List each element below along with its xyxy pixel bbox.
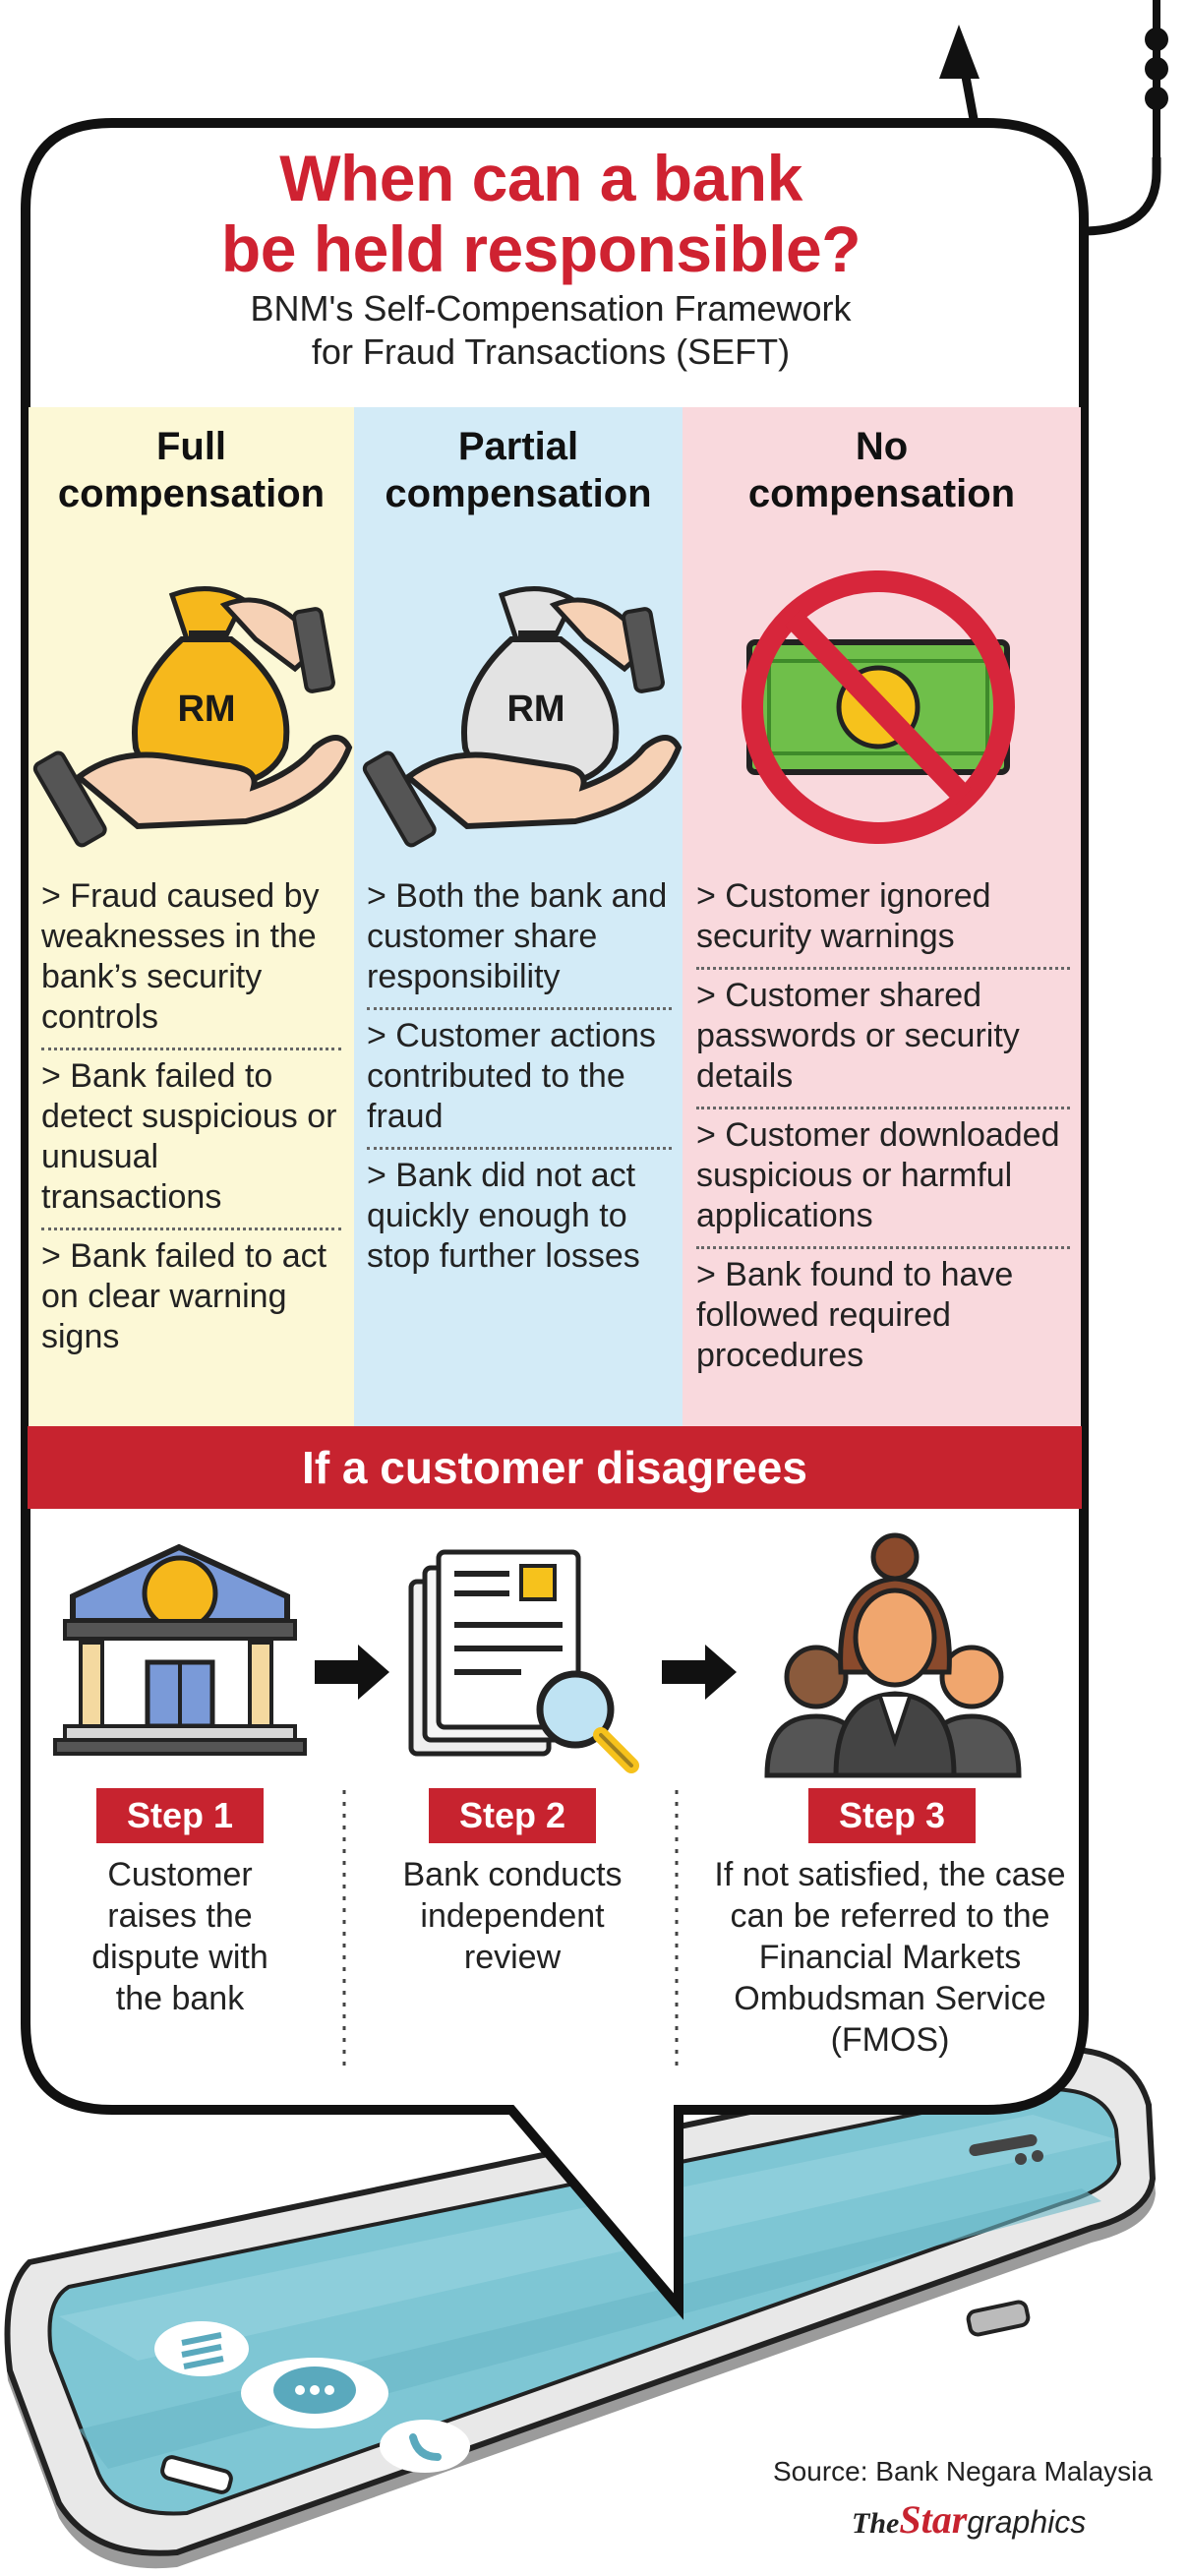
partial-compensation-list: > Both the bank and customer share respo… bbox=[367, 870, 672, 1287]
partial-compensation-bg bbox=[354, 407, 683, 1426]
ombudsman-people-icon bbox=[764, 1532, 1022, 1778]
arrow-right-icon bbox=[662, 1645, 737, 1700]
thestar-graphics-logo: TheStargraphics bbox=[852, 2496, 1086, 2543]
step-2-badge: Step 2 bbox=[429, 1788, 596, 1843]
step-3-description: If not satisfied, the case can be referr… bbox=[714, 1856, 1066, 2059]
arrow-right-icon bbox=[315, 1645, 389, 1700]
bank-icon bbox=[53, 1543, 307, 1756]
title-line-2: be held responsible? bbox=[220, 212, 861, 285]
no-compensation-heading: No compensation bbox=[683, 423, 1081, 517]
full-compensation-bg bbox=[29, 407, 354, 1426]
step-2-description: Bank conducts independent review bbox=[402, 1856, 623, 1976]
heading-line: No bbox=[855, 425, 909, 468]
subtitle-line-1: BNM's Self-Compensation Framework bbox=[250, 288, 852, 329]
list-item: > Customer actions contributed to the fr… bbox=[367, 1010, 672, 1150]
no-compensation-list: > Customer ignored security warnings > C… bbox=[696, 870, 1070, 1386]
currency-label: RM bbox=[177, 689, 236, 730]
list-item: > Bank did not act quickly enough to sto… bbox=[367, 1157, 640, 1275]
logo-graphics: graphics bbox=[967, 2504, 1087, 2540]
source-credit: Source: Bank Negara Malaysia bbox=[773, 2456, 1153, 2486]
list-item: > Customer ignored security warnings bbox=[696, 870, 1070, 970]
list-item: > Customer shared passwords or security … bbox=[696, 970, 1070, 1109]
money-bag-hand-icon bbox=[32, 586, 353, 848]
full-compensation-list: > Fraud caused by weaknesses in the bank… bbox=[41, 870, 341, 1367]
disagree-banner: If a customer disagrees bbox=[28, 1426, 1082, 1509]
logo-the: The bbox=[852, 2507, 900, 2540]
step-1-description: Customer raises the dispute with the ban… bbox=[91, 1856, 268, 2017]
currency-label: RM bbox=[506, 689, 565, 730]
list-item: > Both the bank and customer share respo… bbox=[367, 870, 672, 1010]
heading-line: Full bbox=[155, 425, 227, 468]
list-item: > Customer downloaded suspicious or harm… bbox=[696, 1109, 1070, 1249]
heading-line: compensation bbox=[57, 472, 326, 515]
smartphone-illustration bbox=[4, 2046, 1157, 2569]
page-title: When can a bank be held responsible? bbox=[0, 143, 1082, 284]
list-item: > Bank failed to detect suspicious or un… bbox=[41, 1050, 341, 1230]
document-review-icon bbox=[408, 1549, 639, 1773]
page-subtitle: BNM's Self-Compensation Framework for Fr… bbox=[0, 287, 1101, 374]
step-3-badge: Step 3 bbox=[808, 1788, 976, 1843]
list-item: > Fraud caused by weaknesses in the bank… bbox=[41, 870, 341, 1050]
step-1-badge: Step 1 bbox=[96, 1788, 264, 1843]
logo-star: Star bbox=[899, 2497, 968, 2542]
subtitle-line-2: for Fraud Transactions (SEFT) bbox=[311, 331, 791, 372]
money-bag-hand-icon bbox=[362, 586, 683, 848]
list-item: > Bank found to have followed required p… bbox=[696, 1256, 1014, 1374]
full-compensation-heading: Full compensation bbox=[29, 423, 354, 517]
partial-compensation-heading: Partial compensation bbox=[354, 423, 683, 517]
heading-line: compensation bbox=[385, 472, 652, 515]
heading-line: compensation bbox=[747, 472, 1016, 515]
no-money-icon bbox=[742, 570, 1015, 844]
title-line-1: When can a bank bbox=[279, 142, 802, 214]
list-item: > Bank failed to act on clear warning si… bbox=[41, 1237, 327, 1355]
heading-line: Partial bbox=[457, 425, 579, 468]
